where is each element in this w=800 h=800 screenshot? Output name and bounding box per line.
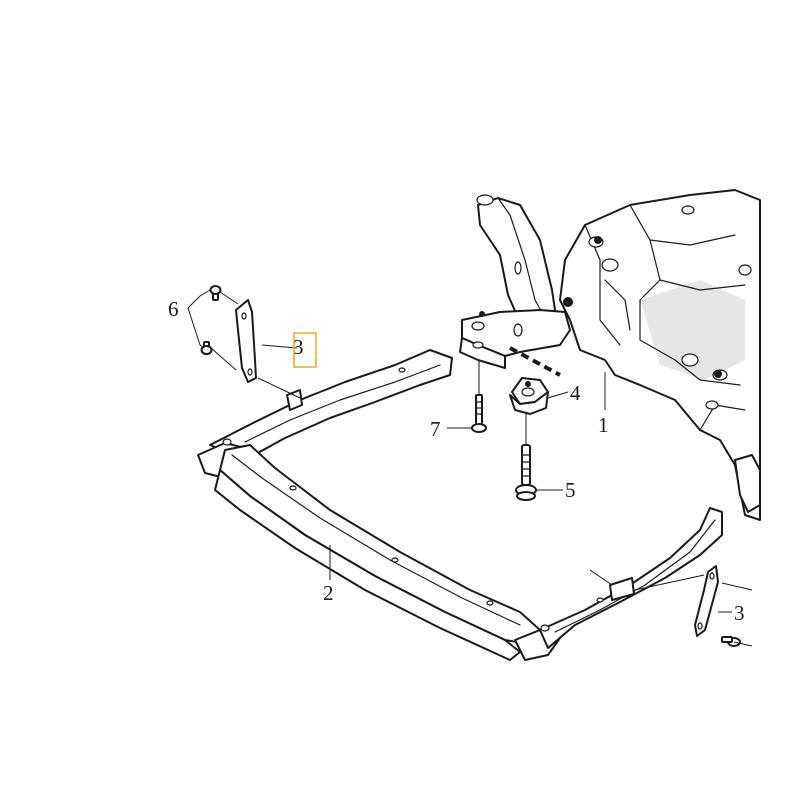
callout-2: 2	[323, 581, 334, 605]
bracket-screws-part	[200, 285, 239, 371]
bracket-left-part	[235, 299, 301, 399]
screw-lower	[200, 341, 213, 355]
leader-lines	[187, 289, 753, 647]
bracket-screw-right	[721, 636, 741, 647]
mount-nut-part	[509, 377, 549, 415]
screw-upper	[209, 285, 222, 301]
callout-labels: 1 2 3 3 4 5 6 7	[168, 297, 745, 625]
mount-bolt-part	[515, 412, 537, 501]
callout-3-left: 3	[293, 335, 304, 359]
callout-1: 1	[598, 413, 609, 437]
callout-5: 5	[565, 478, 576, 502]
callout-7: 7	[430, 417, 441, 441]
callout-3-right: 3	[734, 601, 745, 625]
callout-4: 4	[570, 381, 581, 405]
crossmember-part	[197, 349, 723, 661]
bracket-right-part	[634, 565, 719, 637]
front-bolt-part	[471, 360, 487, 433]
callout-highlight-box	[293, 332, 317, 368]
callout-6: 6	[168, 297, 179, 321]
subframe-part	[459, 189, 761, 521]
